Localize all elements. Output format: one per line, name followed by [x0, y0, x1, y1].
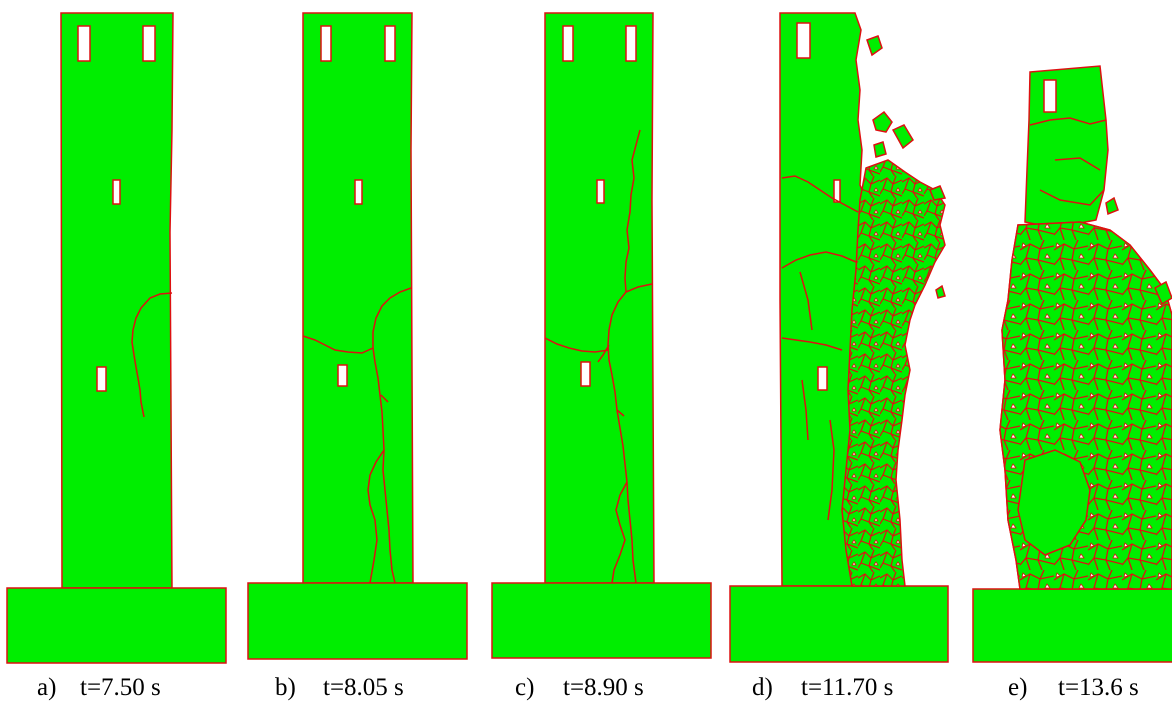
window-c-4	[580, 361, 591, 387]
panel-c	[491, 12, 712, 659]
panel-e	[972, 65, 1172, 663]
top-block-crack-e	[1029, 117, 1107, 206]
fragment-d-2	[872, 110, 893, 133]
fragment-d-4	[873, 141, 887, 158]
fragment-d-6	[935, 284, 946, 299]
crack-a	[131, 292, 173, 418]
window-d-3	[817, 366, 828, 391]
caption-e-label: e)	[1008, 674, 1027, 701]
window-d-1	[796, 22, 811, 59]
window-a-3	[112, 179, 121, 205]
caption-c-label: c)	[515, 674, 534, 701]
window-a-2	[142, 25, 156, 62]
caption-a-time: t=7.50 s	[80, 674, 161, 701]
crack-c	[544, 129, 653, 584]
fragment-d-5	[929, 185, 947, 201]
footing-e	[972, 588, 1172, 663]
caption-b-time: t=8.05 s	[323, 674, 404, 701]
caption-d-time: t=11.70 s	[801, 674, 893, 701]
window-a-4	[96, 366, 107, 392]
footing-b	[247, 582, 468, 660]
footing-a	[6, 587, 227, 664]
caption-d-label: d)	[752, 674, 773, 701]
pillar-b	[302, 12, 414, 584]
footing-c	[491, 582, 712, 659]
fragment-d-1	[866, 35, 883, 57]
window-d-2	[833, 179, 841, 203]
caption-a-label: a)	[37, 674, 56, 701]
window-b-2	[384, 25, 396, 62]
fragment-d-3	[891, 124, 914, 150]
caption-c-time: t=8.90 s	[563, 674, 644, 701]
fragment-e-1	[1105, 196, 1119, 216]
caption-e-time: t=13.6 s	[1058, 674, 1139, 701]
window-b-1	[320, 25, 332, 62]
panel-b	[247, 12, 468, 660]
crack-d	[781, 175, 859, 521]
window-c-1	[562, 25, 574, 62]
pillar-c	[544, 12, 655, 584]
crack-b	[302, 287, 412, 584]
window-e-1	[1043, 79, 1057, 113]
window-b-4	[337, 364, 348, 387]
pillar-a	[60, 12, 174, 589]
panel-a	[6, 12, 227, 664]
footing-d	[729, 585, 949, 663]
large-chunk-e	[1017, 449, 1091, 556]
window-b-3	[354, 179, 363, 205]
window-c-2	[625, 25, 637, 62]
caption-b-label: b)	[275, 674, 296, 701]
rubble-d	[841, 159, 946, 587]
panel-d	[729, 12, 949, 663]
window-c-3	[596, 179, 605, 204]
window-a-1	[77, 25, 91, 62]
fragment-e-2	[1154, 280, 1172, 306]
